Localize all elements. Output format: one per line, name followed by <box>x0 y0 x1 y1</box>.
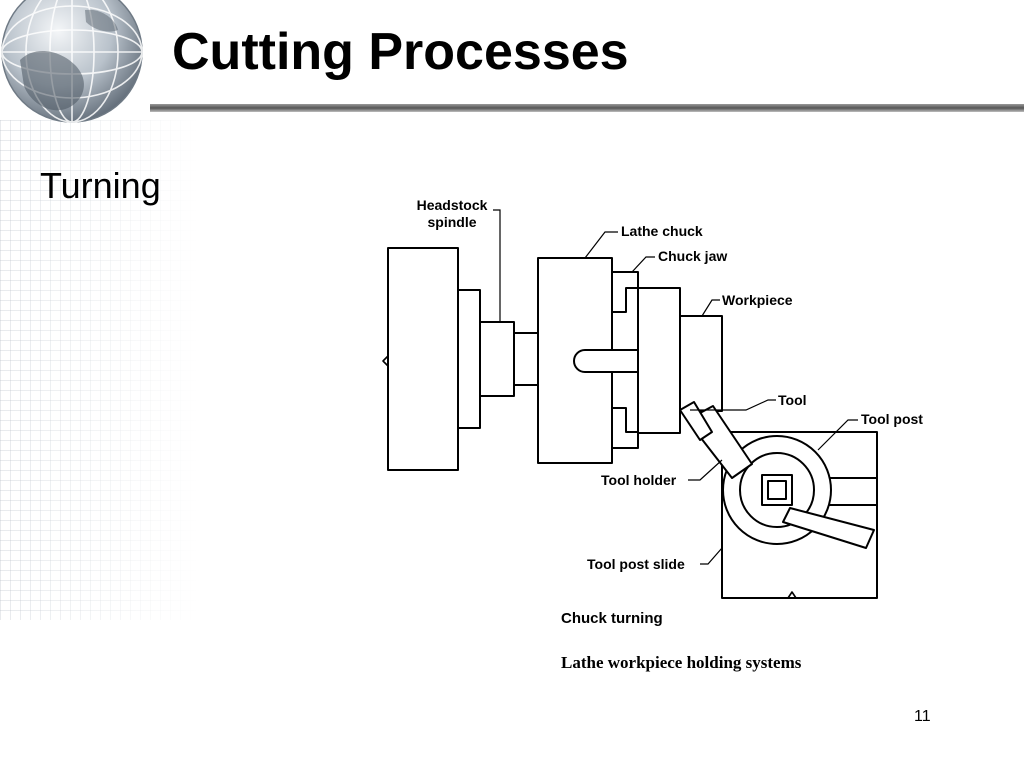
workpiece-body <box>637 287 681 434</box>
title-divider <box>150 104 1024 112</box>
leader-headstock <box>493 209 501 322</box>
label-tool-holder: Tool holder <box>601 472 677 488</box>
tool-post-handle <box>782 507 875 549</box>
leader-workpiece <box>701 299 720 317</box>
workpiece-stub <box>679 315 723 412</box>
label-workpiece: Workpiece <box>722 292 793 308</box>
tool-post-square-inner <box>767 480 787 500</box>
leader-tool-post <box>817 419 858 451</box>
page-number: 11 <box>914 708 931 725</box>
label-tool-post: Tool post <box>861 411 923 427</box>
label-lathe-chuck: Lathe chuck <box>621 223 703 239</box>
leader-tool-post-slide <box>700 547 723 565</box>
background-grid-pattern <box>0 120 200 620</box>
chuck-center-pin <box>573 349 648 373</box>
globe-icon <box>1 0 143 123</box>
headstock-spindle <box>479 321 515 397</box>
label-tool: Tool <box>778 392 807 408</box>
diagram-subcaption: Chuck turning <box>561 610 663 627</box>
label-tool-post-slide: Tool post slide <box>587 556 685 572</box>
diagram-caption: Lathe workpiece holding systems <box>561 653 802 672</box>
headstock-body <box>387 247 459 471</box>
leader-tool-holder <box>688 459 723 481</box>
slide-title: Cutting Processes <box>172 23 629 81</box>
label-headstock-line2: spindle <box>427 214 476 230</box>
chuck-jaw-lower <box>611 407 639 449</box>
leader-lathe-chuck <box>584 231 618 259</box>
leader-tool <box>690 399 776 411</box>
cutting-tool <box>679 401 713 441</box>
bullet-item-turning: Turning <box>40 165 161 206</box>
spindle-nose <box>513 332 541 386</box>
headstock-break-mark <box>382 355 389 367</box>
label-chuck-jaw: Chuck jaw <box>658 248 727 264</box>
tool-post-slide-break-mark <box>787 591 797 599</box>
leader-chuck-jaw <box>631 256 655 273</box>
chuck-jaw-upper <box>611 271 639 313</box>
label-headstock-line1: Headstock <box>417 197 488 213</box>
spindle-collar <box>457 289 481 429</box>
